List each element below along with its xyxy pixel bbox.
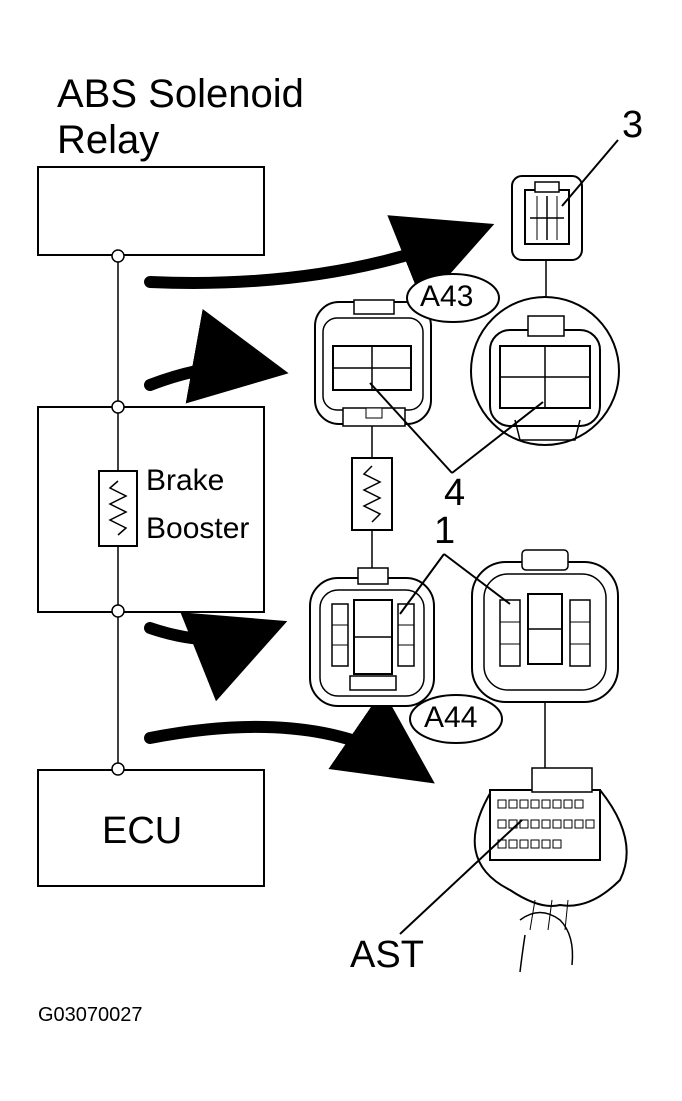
junction-node <box>111 400 125 414</box>
brake-booster-label-line-1: Brake <box>146 464 225 497</box>
ast-pin <box>497 819 507 829</box>
ast-pin <box>497 799 507 809</box>
ast-pin <box>541 799 551 809</box>
arrow-to-ecu-connector <box>144 689 435 784</box>
arrow-to-connector-3 <box>144 215 495 305</box>
callout-3: 3 <box>622 104 644 146</box>
ast-pin <box>541 819 551 829</box>
brake-booster-box <box>37 406 265 613</box>
figure-code: G03070027 <box>38 1004 143 1026</box>
title-line-2: Relay <box>57 118 160 162</box>
title-line-1: ABS Solenoid <box>57 72 304 116</box>
junction-node <box>111 604 125 618</box>
ast-pin <box>530 839 540 849</box>
ecu-connector-ast <box>473 767 628 973</box>
ast-pin <box>574 819 584 829</box>
a44-label-ellipse <box>409 694 503 744</box>
ast-pin <box>552 839 562 849</box>
arrow-to-connector-a43 <box>144 309 289 404</box>
abs-solenoid-relay-box <box>37 166 265 256</box>
ast-pin <box>563 799 573 809</box>
ast-pin <box>519 839 529 849</box>
callout-4: 4 <box>444 472 466 514</box>
arrow-to-connector-a44 <box>144 612 288 702</box>
a43-label-ellipse <box>406 273 500 323</box>
ast-pin <box>508 839 518 849</box>
ast-pin <box>519 799 529 809</box>
ast-pin <box>552 819 562 829</box>
connector-a43-female <box>470 296 620 446</box>
leader-3 <box>561 139 619 207</box>
connector-a43-male <box>314 299 432 427</box>
ast-pin <box>530 819 540 829</box>
leader-1a <box>399 553 445 615</box>
leader-4b <box>451 401 544 474</box>
inline-resistor-zigzag <box>362 465 382 523</box>
connector-a44-female <box>471 549 619 703</box>
resistor-zigzag <box>108 480 128 536</box>
ecu-box <box>37 769 265 887</box>
ast-pin <box>552 799 562 809</box>
ast-pin-grid <box>497 799 595 849</box>
brake-booster-label-line-2: Booster <box>146 512 250 545</box>
leader-4a <box>369 382 453 474</box>
ast-pin <box>541 839 551 849</box>
ast-pin <box>519 819 529 829</box>
ast-pin <box>530 799 540 809</box>
connector-a43-label: A43 <box>420 280 474 313</box>
callout-1: 1 <box>434 510 456 552</box>
connector-a44-male <box>309 567 435 707</box>
callout-ast: AST <box>350 934 424 976</box>
connector-3 <box>511 175 583 261</box>
connector-a44-label: A44 <box>424 701 478 734</box>
leader-ast <box>399 819 523 935</box>
ast-pin <box>585 819 595 829</box>
ast-pin <box>508 799 518 809</box>
ecu-label: ECU <box>102 810 183 852</box>
junction-node <box>111 249 125 263</box>
junction-node <box>111 762 125 776</box>
leader-1b <box>443 553 511 605</box>
ast-pin <box>574 799 584 809</box>
ast-pin <box>563 819 573 829</box>
